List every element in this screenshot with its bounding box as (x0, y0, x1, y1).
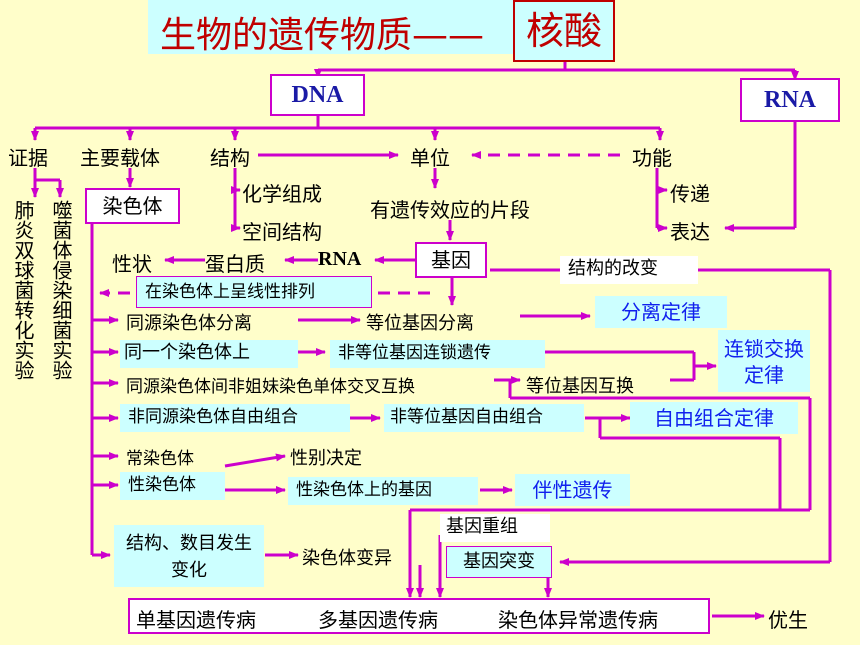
evidence-phage: 噬菌体侵染细菌实验 (49, 200, 73, 380)
structure-composition: 化学组成 (242, 182, 322, 206)
sex-determination: 性别决定 (290, 448, 362, 469)
function-express: 表达 (670, 220, 710, 244)
chromosomal-disease: 染色体异常遗传病 (498, 608, 658, 632)
evidence-pneumococcus: 肺炎双球菌转化实验 (11, 200, 35, 380)
branch-carrier: 主要载体 (80, 146, 160, 170)
chromosome-variation: 染色体变异 (302, 548, 392, 569)
nonhomologous-free-combination: 非同源染色体自由组合 (120, 404, 350, 432)
allele-separation: 等位基因分离 (366, 313, 474, 334)
dna-box: DNA (270, 74, 365, 116)
polygenic-disease: 多基因遗传病 (318, 608, 438, 632)
gene-recombination: 基因重组 (440, 514, 550, 542)
linkage-inheritance: 非等位基因连锁遗传 (330, 340, 545, 368)
page-title: 生物的遗传物质—— (160, 15, 485, 56)
genetic-diseases-box (128, 598, 710, 634)
sex-chromosome: 性染色体 (120, 472, 225, 500)
law-of-linkage (718, 330, 810, 392)
branch-evidence: 证据 (8, 146, 48, 170)
nonallelic-free-combination: 非等位基因自由组合 (384, 404, 584, 432)
linear-arrangement-label: 在染色体上呈线性排列 (136, 276, 372, 308)
gene-box: 基因 (415, 242, 487, 278)
homologous-separation: 同源染色体分离 (126, 313, 252, 334)
law-of-linkage-text: 连锁交换定律 (724, 337, 804, 387)
unit-definition: 有遗传效应的片段 (370, 198, 530, 222)
autosome-label: 常染色体 (126, 449, 194, 469)
structure-spatial: 空间结构 (242, 220, 322, 244)
sex-chromosome-gene: 性染色体上的基因 (288, 477, 478, 505)
eugenics-label: 优生 (768, 608, 808, 632)
branch-function: 功能 (632, 146, 672, 170)
sex-linked-inheritance: 伴性遗传 (515, 474, 630, 506)
structure-number-change (114, 525, 264, 587)
gene-mutation: 基因突变 (446, 546, 552, 578)
rna-chain-label: RNA (318, 248, 362, 270)
structural-change-label: 结构的改变 (560, 256, 698, 284)
branch-structure: 结构 (210, 146, 250, 170)
allele-exchange: 等位基因互换 (526, 376, 634, 397)
single-gene-disease: 单基因遗传病 (136, 608, 256, 632)
crossover-exchange: 同源染色体间非姐妹染色单体交叉互换 (126, 377, 415, 397)
structure-number-change-text: 结构、数目发生变化 (126, 533, 252, 581)
law-of-segregation: 分离定律 (595, 296, 727, 328)
trait-label: 性状 (112, 252, 152, 276)
same-chromosome: 同一个染色体上 (120, 340, 298, 368)
function-transmit: 传递 (670, 182, 710, 206)
chromosome-box: 染色体 (85, 188, 180, 224)
rna-box: RNA (740, 78, 840, 122)
law-of-independent-assortment: 自由组合定律 (630, 402, 798, 434)
branch-unit: 单位 (410, 146, 450, 170)
protein-label: 蛋白质 (205, 252, 265, 276)
title-nucleic-acid-box: 核酸 (513, 0, 615, 62)
